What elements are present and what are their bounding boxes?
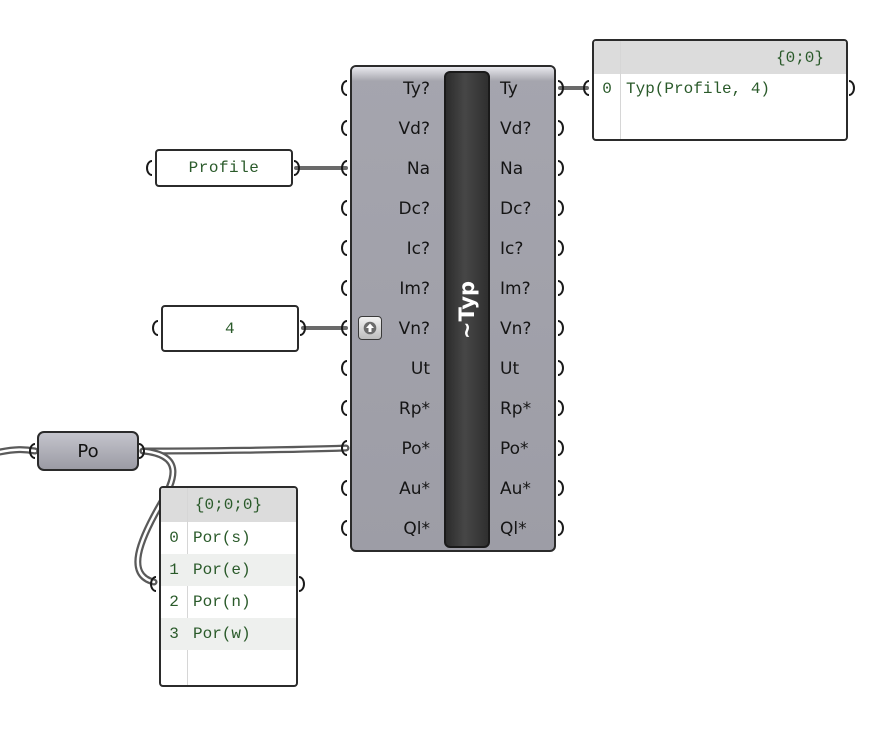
list-panel-input-grip[interactable]: [150, 576, 162, 592]
profile-panel[interactable]: Profile: [155, 149, 293, 187]
output-rp-grip[interactable]: [552, 400, 564, 416]
input-ql[interactable]: Ql*: [403, 519, 430, 539]
output-ty[interactable]: Ty: [500, 79, 518, 99]
output-vn-grip[interactable]: [552, 320, 564, 336]
output-ic[interactable]: Ic?: [500, 239, 524, 259]
list-panel-gutter: [187, 488, 188, 685]
input-vd-grip[interactable]: [341, 120, 353, 136]
list-item-index: 0: [169, 529, 179, 547]
output-po-grip[interactable]: [552, 440, 564, 456]
number-panel-input-grip[interactable]: [152, 320, 164, 336]
typ-component[interactable]: ~Typ Ty? Vd? Na Dc? Ic? Im? Vn? Ut Rp* P…: [350, 65, 556, 552]
output-na-grip[interactable]: [552, 160, 564, 176]
input-ql-grip[interactable]: [341, 520, 353, 536]
output-dc[interactable]: Dc?: [500, 199, 532, 219]
input-ty[interactable]: Ty?: [403, 79, 430, 99]
arrow-up-icon: [363, 321, 377, 335]
input-po-grip[interactable]: [341, 440, 353, 456]
output-au-grip[interactable]: [552, 480, 564, 496]
output-ut-grip[interactable]: [552, 360, 564, 376]
list-item: 3 Por(w): [161, 618, 296, 650]
input-na-grip[interactable]: [341, 160, 353, 176]
output-panel-path: {0;0}: [775, 48, 824, 67]
output-au[interactable]: Au*: [500, 479, 531, 499]
po-param-output-grip[interactable]: [133, 443, 145, 459]
list-item-index: 2: [169, 593, 179, 611]
input-vn-grip[interactable]: [341, 320, 353, 336]
list-item-value: Por(s): [193, 529, 251, 547]
output-panel-row-index: 0: [602, 80, 612, 98]
output-rp[interactable]: Rp*: [500, 399, 532, 419]
output-ut[interactable]: Ut: [500, 359, 520, 379]
list-item-index: 3: [169, 625, 179, 643]
list-panel-output-grip[interactable]: [293, 576, 305, 592]
input-na[interactable]: Na: [406, 159, 430, 179]
output-ql[interactable]: Ql*: [500, 519, 527, 539]
output-panel-input-grip[interactable]: [583, 80, 595, 96]
input-ut-grip[interactable]: [341, 360, 353, 376]
profile-panel-output-grip[interactable]: [288, 160, 300, 176]
output-ql-grip[interactable]: [552, 520, 564, 536]
list-panel-path: {0;0;0}: [194, 496, 263, 514]
list-item-value: Por(w): [193, 625, 251, 643]
po-param-label: Po: [77, 440, 99, 462]
input-im-grip[interactable]: [341, 280, 353, 296]
list-item-index: 1: [169, 561, 179, 579]
input-ic-grip[interactable]: [341, 240, 353, 256]
input-au-grip[interactable]: [341, 480, 353, 496]
list-panel-path-header: {0;0;0}: [161, 488, 296, 522]
list-item-value: Por(n): [193, 593, 251, 611]
input-im[interactable]: Im?: [399, 279, 430, 299]
input-ic[interactable]: Ic?: [406, 239, 430, 259]
list-item: 2 Por(n): [161, 586, 296, 618]
po-param-input-grip[interactable]: [29, 443, 41, 459]
output-panel-output-grip[interactable]: [843, 80, 855, 96]
output-im[interactable]: Im?: [500, 279, 531, 299]
typ-component-title: ~Typ: [455, 280, 479, 339]
input-dc[interactable]: Dc?: [398, 199, 430, 219]
number-panel-output-grip[interactable]: [294, 320, 306, 336]
output-panel-row-value: Typ(Profile, 4): [626, 80, 771, 98]
input-rp-grip[interactable]: [341, 400, 353, 416]
output-panel-row: 0 Typ(Profile, 4): [594, 74, 846, 104]
output-dc-grip[interactable]: [552, 200, 564, 216]
input-ut[interactable]: Ut: [410, 359, 430, 379]
list-item: 1 Por(e): [161, 554, 296, 586]
output-vd-grip[interactable]: [552, 120, 564, 136]
output-ty-grip[interactable]: [552, 80, 564, 96]
input-rp[interactable]: Rp*: [398, 399, 430, 419]
profile-panel-text: Profile: [188, 159, 260, 177]
input-dc-grip[interactable]: [341, 200, 353, 216]
list-item-value: Por(e): [193, 561, 251, 579]
output-ic-grip[interactable]: [552, 240, 564, 256]
list-panel[interactable]: {0;0;0} 0 Por(s) 1 Por(e) 2 Por(n) 3 Por…: [159, 486, 298, 687]
output-panel[interactable]: {0;0} 0 Typ(Profile, 4): [592, 39, 848, 141]
input-po[interactable]: Po*: [401, 439, 430, 459]
number-panel-text: 4: [224, 319, 236, 338]
output-panel-gutter: [620, 41, 621, 139]
output-po[interactable]: Po*: [500, 439, 529, 459]
number-panel[interactable]: 4: [161, 305, 299, 352]
po-param[interactable]: Po: [37, 431, 139, 471]
input-vn[interactable]: Vn?: [398, 319, 430, 339]
profile-panel-input-grip[interactable]: [146, 160, 158, 176]
wire-po-to-component-core: [141, 446, 348, 453]
output-vn[interactable]: Vn?: [500, 319, 532, 339]
output-vd[interactable]: Vd?: [500, 119, 532, 139]
output-im-grip[interactable]: [552, 280, 564, 296]
input-vd[interactable]: Vd?: [398, 119, 430, 139]
input-ty-grip[interactable]: [341, 80, 353, 96]
typ-component-title-bar[interactable]: ~Typ: [444, 71, 490, 548]
input-au[interactable]: Au*: [399, 479, 430, 499]
vn-flatten-button[interactable]: [358, 316, 382, 340]
output-na[interactable]: Na: [500, 159, 524, 179]
output-panel-path-header: {0;0}: [594, 41, 846, 74]
list-item: 0 Por(s): [161, 522, 296, 554]
